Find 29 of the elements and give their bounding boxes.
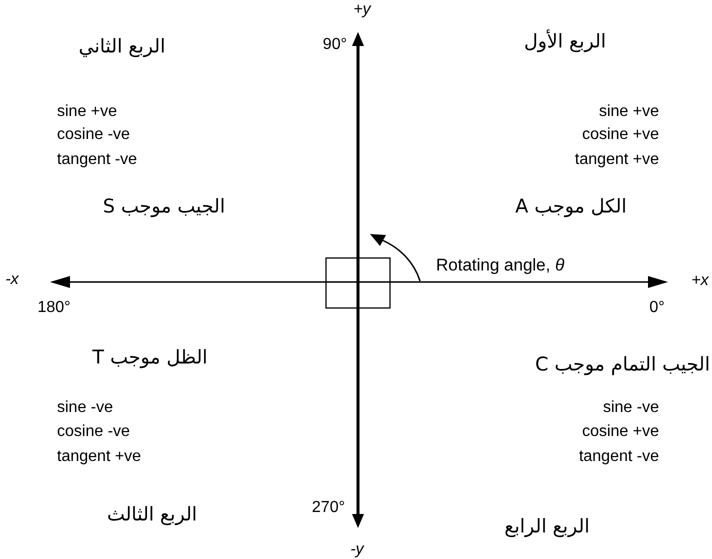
axis-label: -x <box>5 271 19 289</box>
degree-label: 180° <box>37 299 71 317</box>
mnemonic-label: الظل موجب T <box>92 348 208 368</box>
axis-label: +x <box>691 272 709 290</box>
axis-label: +y <box>353 1 371 19</box>
sign-rule-text: cosine +ve <box>582 126 659 144</box>
degree-label: 0° <box>649 299 665 317</box>
quadrant-label: الربع الرابع <box>504 516 590 538</box>
quadrant-label: الربع الثاني <box>78 36 166 58</box>
degree-label: 270° <box>312 499 345 517</box>
sign-rule-text: sine +ve <box>57 103 118 121</box>
sign-rule-text: sine -ve <box>57 399 114 417</box>
sign-rule-text: tangent -ve <box>578 448 659 466</box>
angle-label: Rotating angle, θ <box>436 256 564 276</box>
mnemonic-label: الكل موجب A <box>515 196 627 218</box>
sign-rule-text: tangent +ve <box>57 448 142 466</box>
sign-rule-text: sine +ve <box>598 103 659 121</box>
mnemonic-label: الجيب التمام موجب C <box>535 354 710 376</box>
degree-label: 90° <box>322 36 347 54</box>
sign-rule-text: cosine -ve <box>57 423 130 441</box>
quadrant-label: الربع الأول <box>524 32 606 52</box>
axis-label: -y <box>350 541 364 559</box>
mnemonic-label: الجيب موجب S <box>102 196 226 218</box>
sign-rule-text: tangent +ve <box>574 151 659 169</box>
sign-rule-text: tangent -ve <box>57 151 138 169</box>
sign-rule-text: cosine -ve <box>57 126 130 144</box>
sign-rule-text: cosine +ve <box>582 423 659 441</box>
sign-rule-text: sine -ve <box>602 399 659 417</box>
quadrant-label: الربع الثالث <box>106 504 198 526</box>
